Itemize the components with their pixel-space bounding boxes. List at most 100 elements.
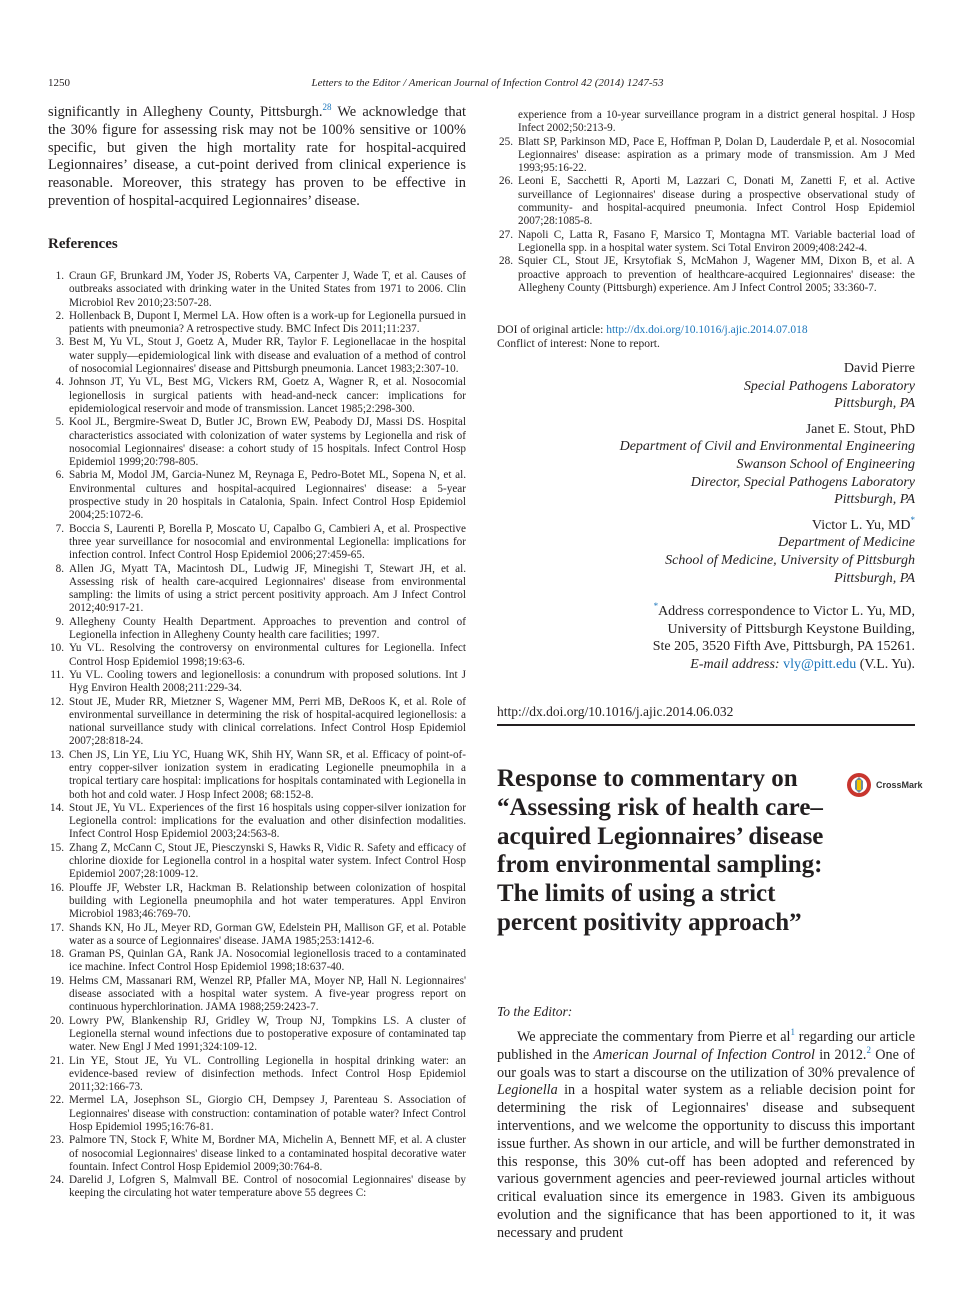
reference-item: 6. Sabria M, Modol JM, Garcia-Nunez M, Re… (48, 469, 466, 522)
reference-text: experience from a 10-year surveillance p… (518, 109, 915, 135)
doi-original-label: DOI of original article: (497, 324, 607, 336)
reference-number: 13. (50, 748, 64, 761)
email-link[interactable]: vly@pitt.edu (783, 656, 857, 672)
reference-text: Allen JG, Myatt TA, Macintosh DL, Ludwig… (69, 562, 466, 615)
reference-item: 2.Hollenback B, Dupont I, Mermel LA. How… (48, 310, 466, 337)
author-name: Janet E. Stout, PhD (805, 421, 915, 437)
reference-item: 8. Allen JG, Myatt TA, Macintosh DL, Ludw… (48, 563, 466, 616)
reference-text: Allegheny County Health Department. Appr… (69, 615, 466, 642)
body-paragraph: We appreciate the commentary from Pierre… (497, 1027, 915, 1241)
author-block: David Pierre Special Pathogens Laborator… (497, 360, 915, 587)
citation-link[interactable]: 1 (790, 1027, 795, 1037)
reference-item: 5.Kool JL, Bergmire-Sweat D, Butler JC, … (48, 416, 466, 469)
author-yu: Victor L. Yu, MD* Department of Medicine… (497, 514, 916, 587)
reference-item: 15.Zhang Z, McCann C, Stout JE, Piesczyn… (48, 842, 466, 882)
reference-item: 26. Leoni E, Sacchetti R, Aporti M, Lazza… (497, 175, 915, 228)
doi-original-line: DOI of original article: http://dx.doi.o… (497, 323, 915, 337)
reference-number: 4. (55, 376, 64, 389)
reference-number: 25. (499, 135, 513, 148)
author-affiliation: Director, Special Pathogens Laboratory (690, 474, 915, 490)
reference-number: 26. (499, 175, 513, 188)
author-name: David Pierre (843, 361, 915, 376)
doi-this-article[interactable]: http://dx.doi.org/10.1016/j.ajic.2014.06… (497, 704, 734, 719)
reference-item: 24. Darelid J, Lofgren S, Malmvall BE. Co… (48, 1174, 466, 1201)
reference-text: Zhang Z, McCann C, Stout JE, Piesczynski… (69, 841, 466, 881)
reference-number: 9. (55, 615, 64, 628)
reference-item: 9. Allegheny County Health Department. Ap… (48, 616, 466, 643)
page-number: 1250 (48, 77, 70, 89)
section-rule (497, 724, 915, 726)
reference-text: Palmore TN, Stock F, White M, Bordner MA… (69, 1134, 466, 1173)
reference-text: Stout JE, Yu VL. Experiences of the firs… (69, 801, 466, 841)
reference-text: Darelid J, Lofgren S, Malmvall BE. Contr… (69, 1174, 466, 1200)
reference-number: 18. (50, 948, 64, 961)
references-list-right: experience from a 10-year surveillance p… (497, 109, 915, 295)
reference-text: Hollenback B, Dupont I, Mermel LA. How o… (69, 309, 466, 336)
reference-item: 4.Johnson JT, Yu VL, Best MG, Vickers RM… (48, 376, 466, 416)
reference-text: Shands KN, Ho JL, Meyer RD, Gorman GW, E… (69, 921, 466, 947)
reference-number: 17. (50, 921, 64, 934)
reference-number: 22. (50, 1094, 64, 1107)
doi-original-link[interactable]: http://dx.doi.org/10.1016/j.ajic.2014.07… (606, 324, 808, 336)
correspondence-address: *Address correspondence to Victor L. Yu,… (497, 602, 915, 673)
reference-number: 14. (50, 801, 64, 814)
author-affiliation: Department of Civil and Environmental En… (619, 439, 915, 455)
reference-text: Mermel LA, Josephson SL, Giorgio CH, Dem… (69, 1094, 466, 1133)
reference-item: 21.Lin YE, Stout JE, Yu VL. Controlling … (48, 1055, 466, 1095)
reference-text: Squier CL, Stout JE, Krsytofiak S, McMah… (518, 255, 915, 294)
reference-text: Plouffe JF, Webster LR, Hackman B. Relat… (69, 881, 466, 921)
reference-text: Craun GF, Brunkard JM, Yoder JS, Roberts… (69, 270, 466, 309)
reference-text: Best M, Yu VL, Stout J, Goetz A, Muder R… (69, 336, 466, 376)
reference-text: Sabria M, Modol JM, Garcia-Nunez M, Reyn… (69, 469, 466, 522)
author-affiliation: Pittsburgh, PA (834, 492, 915, 508)
reference-number: 24. (50, 1174, 64, 1187)
reference-text: Blatt SP, Parkinson MD, Pace E, Hoffman … (518, 135, 915, 175)
reference-item: 16. Plouffe JF, Webster LR, Hackman B. Re… (48, 882, 466, 922)
reference-item: experience from a 10-year surveillance p… (497, 109, 915, 136)
article-title: Response to commentary on “Assessing ris… (497, 765, 824, 936)
reference-number: 23. (50, 1134, 64, 1147)
reference-item: 27. Napoli C, Latta R, Fasano F, Marsico … (497, 229, 915, 256)
reference-number: 6. (55, 469, 64, 482)
reference-number: 16. (50, 881, 64, 894)
intro-text-before: significantly in Allegheny County, Pitts… (48, 104, 323, 120)
author-affiliation: Swanson School of Engineering (736, 456, 916, 472)
reference-number: 20. (50, 1014, 64, 1027)
author-name: Victor L. Yu, MD (811, 517, 911, 533)
reference-number: 11. (50, 668, 64, 681)
reference-text: Leoni E, Sacchetti R, Aporti M, Lazzari … (518, 175, 915, 228)
reference-item: 12.Stout JE, Muder RR, Mietzner S, Wagen… (48, 696, 466, 749)
corresponding-mark[interactable]: * (910, 514, 916, 525)
crossmark-badge[interactable]: CrossMark (846, 772, 923, 798)
reference-item: 28. Squier CL, Stout JE, Krsytofiak S, Mc… (497, 255, 915, 295)
reference-text: Stout JE, Muder RR, Mietzner S, Wagener … (69, 695, 466, 748)
reference-number: 27. (499, 228, 513, 241)
reference-number: 3. (55, 336, 64, 349)
reference-item: 23. Palmore TN, Stock F, White M, Bordner… (48, 1134, 466, 1174)
reference-number: 8. (55, 562, 64, 575)
reference-item: 11.Yu VL. Cooling towers and legionellos… (48, 669, 466, 696)
author-affiliation: Pittsburgh, PA (834, 396, 915, 412)
reference-item: 22. Mermel LA, Josephson SL, Giorgio CH, … (48, 1094, 466, 1134)
author-affiliation: Special Pathogens Laboratory (743, 378, 915, 394)
genus-name: Legionella (497, 1082, 558, 1099)
reference-item: 19.Helms CM, Massanari RM, Wenzel RP, Pf… (48, 975, 466, 1015)
reference-item: 17. Shands KN, Ho JL, Meyer RD, Gorman GW… (48, 922, 466, 949)
reference-text: Napoli C, Latta R, Fasano F, Marsico T, … (518, 228, 915, 254)
author-affiliation: Pittsburgh, PA (834, 570, 915, 586)
reference-text: Boccia S, Laurenti P, Borella P, Moscato… (69, 522, 466, 562)
intro-text-after: We acknowledge that the 30% figure for a… (48, 104, 466, 209)
reference-number: 1. (55, 270, 64, 282)
reference-item: 13.Chen JS, Lin YE, Liu YC, Huang WK, Sh… (48, 749, 466, 802)
reference-item: 1. Craun GF, Brunkard JM, Yoder JS, Rober… (48, 270, 466, 310)
reference-number: 19. (50, 974, 64, 987)
citation-link[interactable]: 2 (866, 1044, 871, 1055)
reference-number: 21. (50, 1054, 64, 1067)
citation-link[interactable]: 28 (322, 102, 332, 112)
reference-number: 7. (55, 522, 64, 535)
reference-number: 28. (499, 255, 513, 268)
crossmark-label: CrossMark (876, 780, 923, 790)
intro-paragraph: significantly in Allegheny County, Pitts… (48, 102, 466, 211)
reference-item: 20.Lowry PW, Blankenship RJ, Gridley W, … (48, 1015, 466, 1055)
reference-text: Yu VL. Resolving the controversy on envi… (69, 642, 466, 668)
